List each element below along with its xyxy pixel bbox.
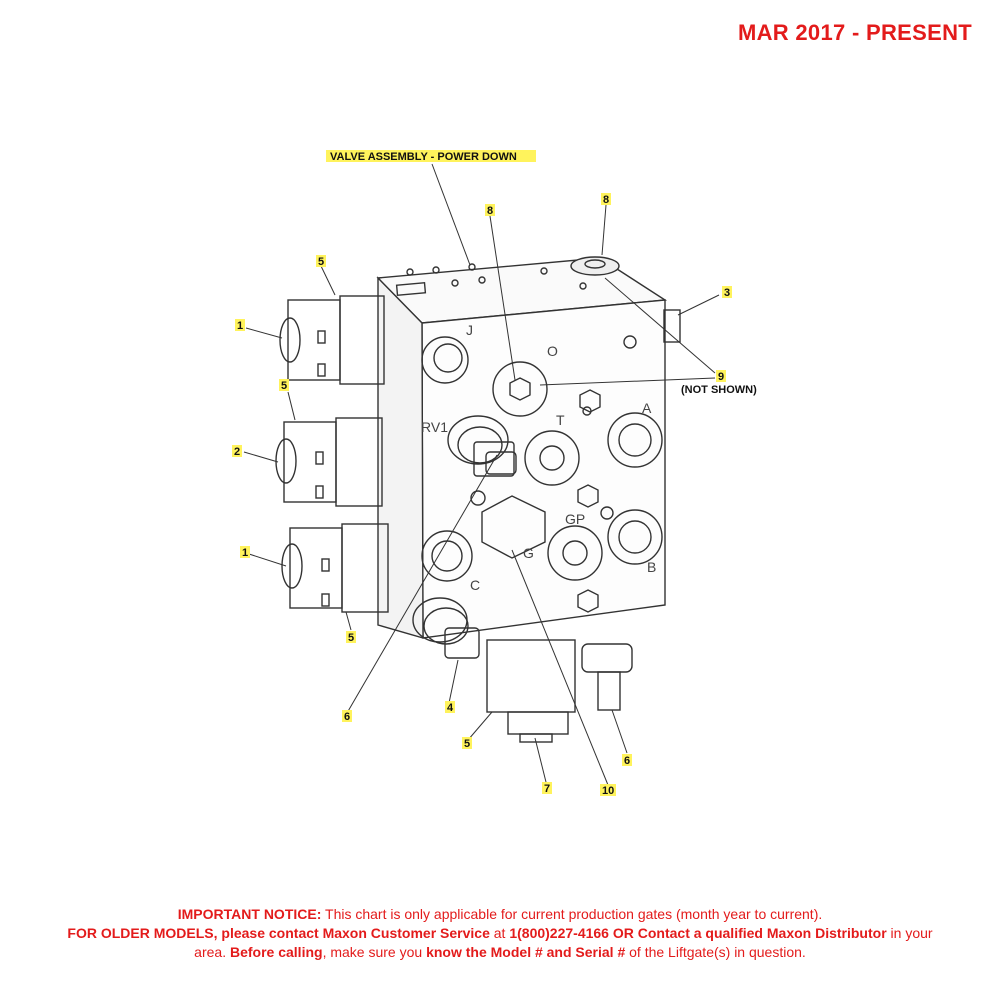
port-label-rv1: RV1 (421, 419, 448, 435)
callout-10: 10 (602, 785, 614, 797)
port-label-t: T (556, 412, 565, 428)
port-j (421, 336, 469, 384)
important-notice: IMPORTANT NOTICE: This chart is only app… (60, 905, 940, 962)
port-label-o: O (547, 343, 558, 359)
notice-text-2: at (489, 925, 510, 941)
callout-9: 9 (718, 371, 724, 383)
solenoid-coil-top (279, 295, 385, 385)
callout-3: 3 (724, 287, 730, 299)
callout-4: 4 (447, 702, 454, 714)
callout-7: 7 (544, 783, 550, 795)
port-label-gp: GP (565, 511, 585, 527)
port-c (421, 530, 473, 582)
notice-phone: 1(800)227-4166 OR Contact a qualified Ma… (509, 925, 887, 941)
callout-2: 2 (234, 446, 240, 458)
plug-o (492, 361, 548, 417)
notice-older-models: FOR OLDER MODELS, please contact Maxon C… (67, 925, 490, 941)
notice-label: IMPORTANT NOTICE: (177, 906, 322, 922)
plug-g-hex (481, 495, 546, 559)
callout-1-top: 1 (237, 320, 243, 332)
solenoid-coil-mid (275, 417, 383, 507)
notice-model-serial: know the Model # and Serial # (426, 944, 626, 960)
solenoid-coil-bottom (281, 523, 389, 613)
bottom-coil (486, 639, 576, 743)
callout-5-lower: 5 (348, 632, 354, 644)
right-fitting-3 (663, 309, 681, 343)
callout-9-note: (NOT SHOWN) (681, 384, 757, 396)
notice-text-1: This chart is only applicable for curren… (321, 906, 823, 922)
date-range-header: MAR 2017 - PRESENT (737, 20, 972, 45)
callout-5-top: 5 (318, 256, 324, 268)
port-label-c: C (470, 577, 480, 593)
valve-block-left-face (377, 276, 424, 639)
top-plug-8 (570, 256, 620, 276)
notice-text-4: , make sure you (322, 944, 427, 960)
callout-6-left: 6 (344, 711, 350, 723)
callout-8-left: 8 (487, 205, 493, 217)
port-label-a: A (642, 400, 652, 416)
bottom-fitting-6 (581, 643, 633, 711)
assembly-label: VALVE ASSEMBLY - POWER DOWN (330, 151, 517, 163)
notice-text-3: in your area. (194, 925, 933, 960)
cartridge-4 (412, 597, 480, 659)
top-slot (395, 282, 427, 296)
plug-t (524, 430, 580, 486)
port-a (607, 412, 663, 468)
port-label-g: G (523, 545, 534, 561)
callout-6-right: 6 (624, 755, 630, 767)
callout-5-bottom: 5 (464, 738, 470, 750)
callout-5-mid: 5 (281, 380, 287, 392)
port-label-b: B (647, 559, 656, 575)
cartridge-rv1 (447, 415, 517, 477)
valve-block-front-face (421, 299, 666, 639)
callout-8-right: 8 (603, 194, 609, 206)
notice-text-5: of the Liftgate(s) in question. (625, 944, 806, 960)
port-label-j: J (466, 322, 473, 338)
port-b (607, 509, 663, 565)
callout-1-bottom: 1 (242, 547, 248, 559)
plug-gp (547, 525, 603, 581)
notice-before-calling: Before calling (229, 944, 323, 960)
assembly-label-highlight (326, 150, 536, 162)
valve-assembly-diagram: VALVE ASSEMBLY - POWER DOWN J O RV1 T A … (232, 150, 757, 797)
